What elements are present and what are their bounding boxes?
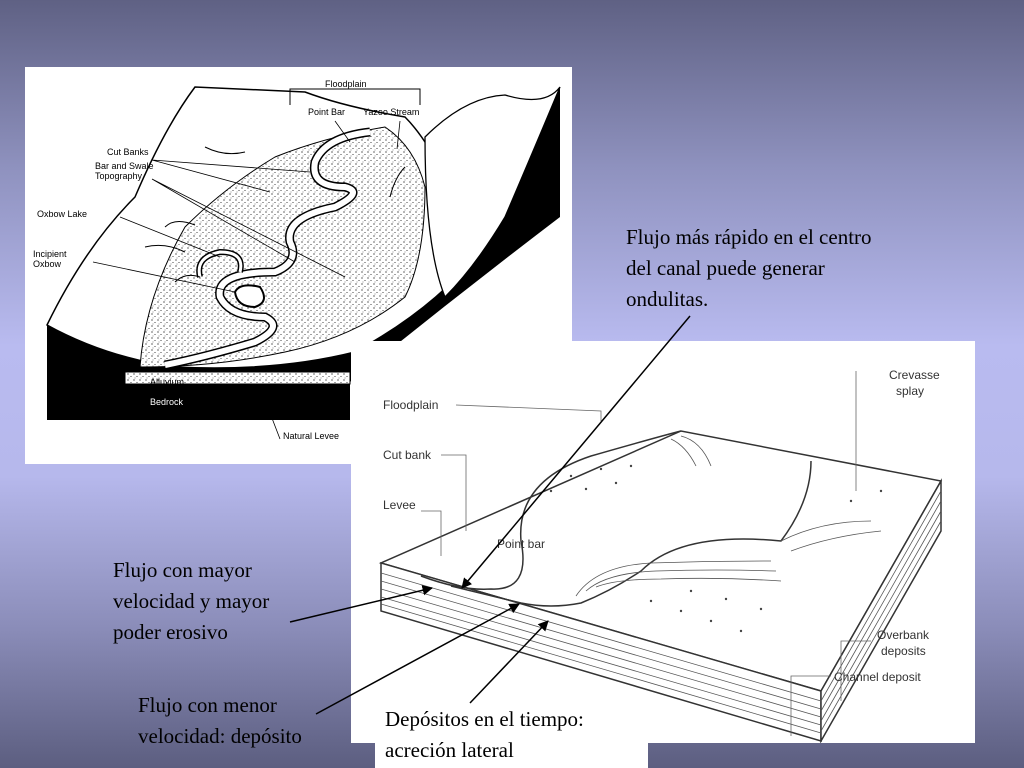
bar-swale-label-1: Bar and Swale [95, 161, 154, 171]
natural-levee-label: Natural Levee [283, 431, 339, 441]
slow-flow-note: Flujo con menor velocidad: depósito [138, 690, 302, 752]
slow-flow-line-1: Flujo con menor [138, 693, 277, 717]
lateral-accretion-line-2: acreción lateral [385, 738, 514, 762]
fast-flow-line-1: Flujo más rápido en el centro [626, 225, 872, 249]
lateral-accretion-note: Depósitos en el tiempo: acreción lateral [385, 704, 584, 766]
yazoo-stream-label: Yazoo Stream [363, 107, 419, 117]
point-bar-label-2: Point bar [497, 537, 545, 551]
incipient-oxbow-label-2: Oxbow [33, 259, 62, 269]
bedrock-label: Bedrock [150, 397, 184, 407]
erosive-flow-note: Flujo con mayor velocidad y mayor poder … [113, 555, 269, 648]
cut-banks-label: Cut Banks [107, 147, 149, 157]
fast-flow-line-3: ondulitas. [626, 287, 709, 311]
fast-flow-line-2: del canal puede generar [626, 256, 825, 280]
cut-bank-label: Cut bank [383, 448, 432, 462]
crevasse-splay-label-2: splay [896, 384, 924, 398]
erosive-flow-line-2: velocidad y mayor [113, 589, 270, 613]
bar-swale-label-2: Topography [95, 171, 143, 181]
lateral-accretion-box: Depósitos en el tiempo: acreción lateral [375, 702, 648, 768]
crevasse-splay-label-1: Crevasse [889, 368, 940, 382]
slow-flow-line-2: velocidad: depósito [138, 724, 302, 748]
point-bar-block-diagram: Floodplain Cut bank Levee Point bar Crev… [351, 341, 975, 743]
erosive-flow-line-3: poder erosivo [113, 620, 228, 644]
floodplain-label-2: Floodplain [383, 398, 438, 412]
floodplain-block-diagram: Floodplain Point Bar Yazoo Stream Cut Ba… [25, 67, 572, 464]
floodplain-label: Floodplain [325, 79, 367, 89]
oxbow-lake-label: Oxbow Lake [37, 209, 87, 219]
point-bar-label: Point Bar [308, 107, 345, 117]
point-bar-illustration: Floodplain Cut bank Levee Point bar Crev… [378, 368, 943, 743]
lateral-accretion-line-1: Depósitos en el tiempo: [385, 707, 584, 731]
fast-flow-note: Flujo más rápido en el centro del canal … [626, 222, 872, 315]
overbank-deposits-label-2: deposits [881, 644, 926, 658]
floodplain-illustration: Floodplain Point Bar Yazoo Stream Cut Ba… [33, 79, 561, 441]
channel-deposit-label: Channel deposit [834, 670, 921, 684]
alluvium-label: Alluvium [150, 377, 184, 387]
overbank-deposits-label-1: Overbank [877, 628, 930, 642]
incipient-oxbow-label-1: Incipient [33, 249, 67, 259]
erosive-flow-line-1: Flujo con mayor [113, 558, 252, 582]
levee-label: Levee [383, 498, 416, 512]
